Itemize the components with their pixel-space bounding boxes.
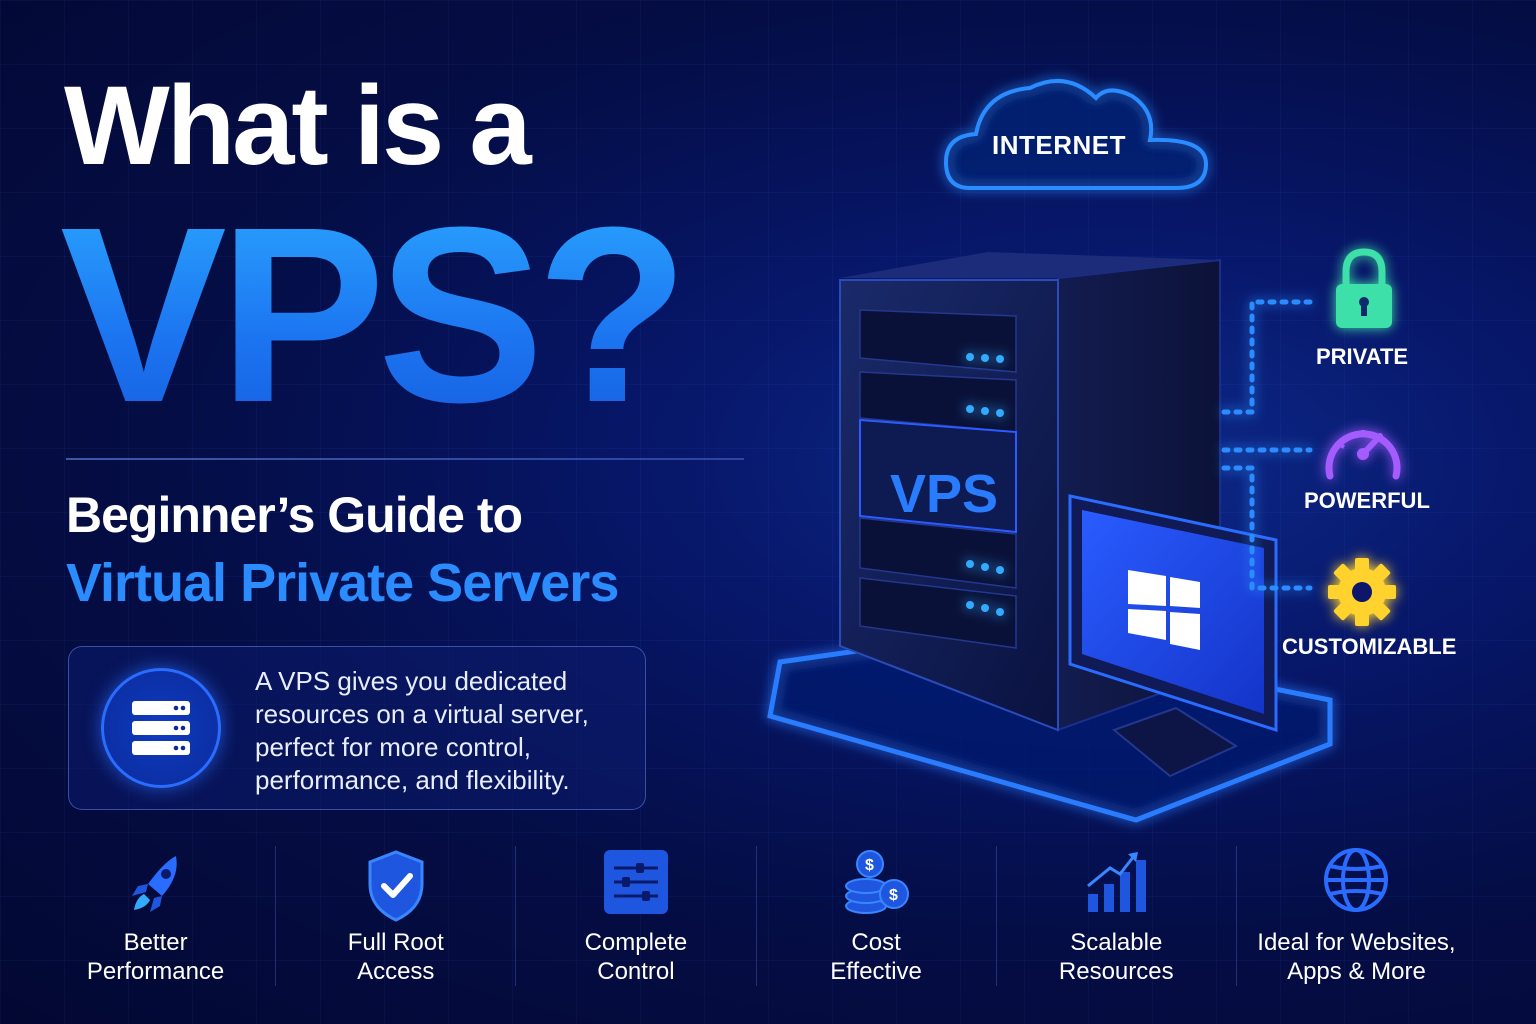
rocket-icon xyxy=(131,856,177,912)
feature-list: Better Performance Full Root Access Comp… xyxy=(36,846,1476,986)
subtitle-line-1: Beginner’s Guide to xyxy=(66,487,523,543)
feature-item: Ideal for Websites, Apps & More xyxy=(1235,846,1476,986)
feature-label: Full Root Access xyxy=(347,929,444,985)
shield-check-icon xyxy=(368,850,424,922)
coins-icon: $ $ xyxy=(845,850,910,914)
private-label: PRIVATE xyxy=(1316,344,1409,369)
feature-item: Better Performance xyxy=(36,846,275,986)
svg-text:$: $ xyxy=(889,887,898,904)
customizable-label: CUSTOMIZABLE xyxy=(1282,634,1457,659)
feature-item: Complete Control xyxy=(515,846,755,986)
feature-label: Complete Control xyxy=(584,929,688,985)
bar-chart-icon xyxy=(1087,852,1147,912)
feature-label: Cost Effective xyxy=(830,929,922,985)
gear-icon xyxy=(1328,558,1396,626)
info-box: A VPS gives you dedicated resources on a… xyxy=(68,646,646,810)
feature-label: Ideal for Websites, Apps & More xyxy=(1257,929,1456,985)
vps-illustration: VPS xyxy=(767,79,1401,823)
lock-icon xyxy=(1336,248,1392,328)
headline-line-2: VPS? xyxy=(60,175,689,454)
divider xyxy=(66,458,744,460)
feature-item: Scalable Resources xyxy=(995,846,1236,986)
powerful-label: POWERFUL xyxy=(1304,488,1430,513)
speedometer-icon xyxy=(1325,430,1401,480)
info-text: A VPS gives you dedicated resources on a… xyxy=(255,666,589,795)
svg-text:$: $ xyxy=(865,857,874,874)
feature-item: Full Root Access xyxy=(275,846,515,986)
server-label: VPS xyxy=(890,464,998,524)
feature-item: $ $ Cost Effective xyxy=(755,846,996,986)
sliders-icon xyxy=(603,850,668,914)
server-stack-icon xyxy=(101,668,221,788)
windows-logo-icon xyxy=(1128,570,1200,650)
internet-label: INTERNET xyxy=(992,130,1126,160)
globe-icon xyxy=(1324,848,1389,912)
cloud-icon xyxy=(943,79,1209,190)
headline-line-1: What is a xyxy=(64,63,532,188)
subtitle-line-2: Virtual Private Servers xyxy=(66,553,619,613)
feature-label: Scalable Resources xyxy=(1058,929,1174,985)
feature-label: Better Performance xyxy=(86,929,225,985)
